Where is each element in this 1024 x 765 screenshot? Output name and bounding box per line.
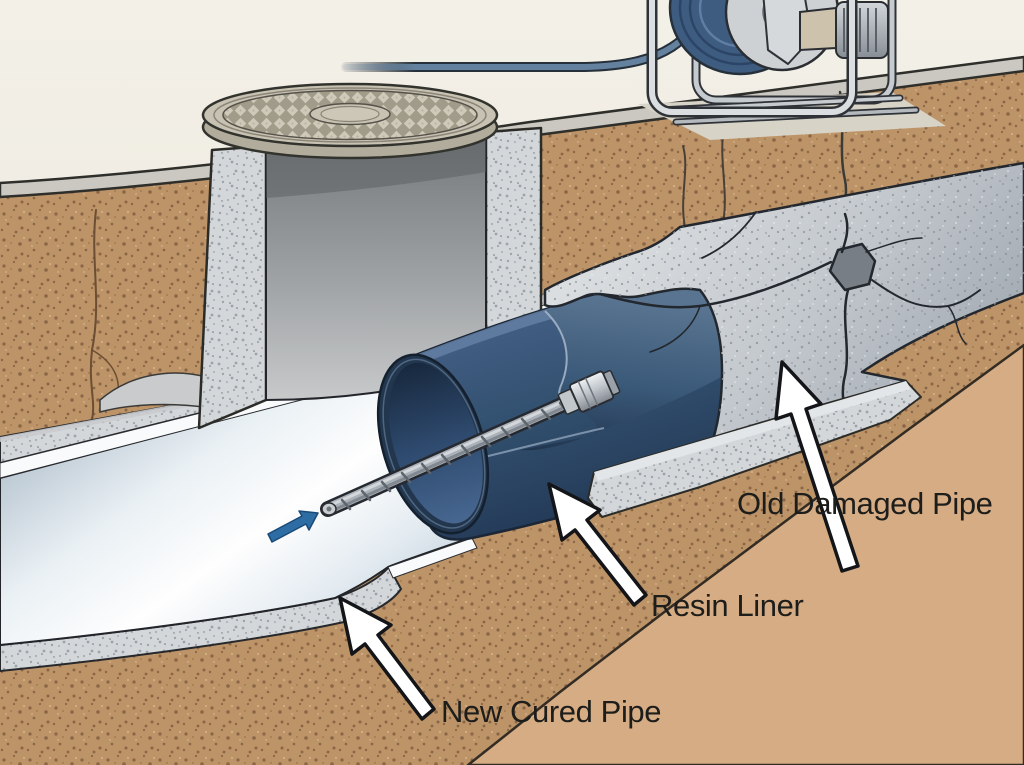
pulling-head — [557, 369, 621, 415]
steel-pull-cable — [320, 369, 621, 517]
callout-arrows — [338, 360, 860, 721]
label-resin-liner: Resin Liner — [651, 588, 803, 623]
callout-arrow-old-damaged-pipe — [774, 360, 860, 573]
old-damaged-pipe — [543, 161, 1024, 460]
old-pipe-cracks — [598, 211, 981, 428]
callout-arrow-new-cured-pipe — [338, 596, 436, 721]
cable-tip-core — [326, 506, 332, 512]
resin-liner-inner-wall — [520, 283, 739, 451]
callout-arrow-resin-liner — [547, 482, 648, 607]
pull-direction-arrow-icon — [267, 510, 319, 543]
pipe-rim-highlight-bottom — [387, 537, 478, 579]
liner-cut-edge-bottom — [479, 427, 605, 459]
label-new-cured-pipe: New Cured Pipe — [441, 694, 661, 729]
old-pipe-hole — [828, 242, 877, 292]
manhole-cover — [201, 82, 499, 160]
winch-motor — [799, 1, 889, 59]
excavation-floor — [466, 343, 1024, 765]
resin-liner-opening — [376, 353, 490, 535]
label-old-damaged-pipe: Old Damaged Pipe — [737, 486, 993, 521]
manhole-wall-left — [197, 144, 268, 430]
broken-shell-top-face — [594, 381, 911, 481]
callout-labels: Old Damaged Pipe Resin Liner New Cured P… — [441, 486, 993, 729]
winch-machine — [341, 0, 946, 140]
old-pipe-speckle — [545, 163, 1024, 458]
